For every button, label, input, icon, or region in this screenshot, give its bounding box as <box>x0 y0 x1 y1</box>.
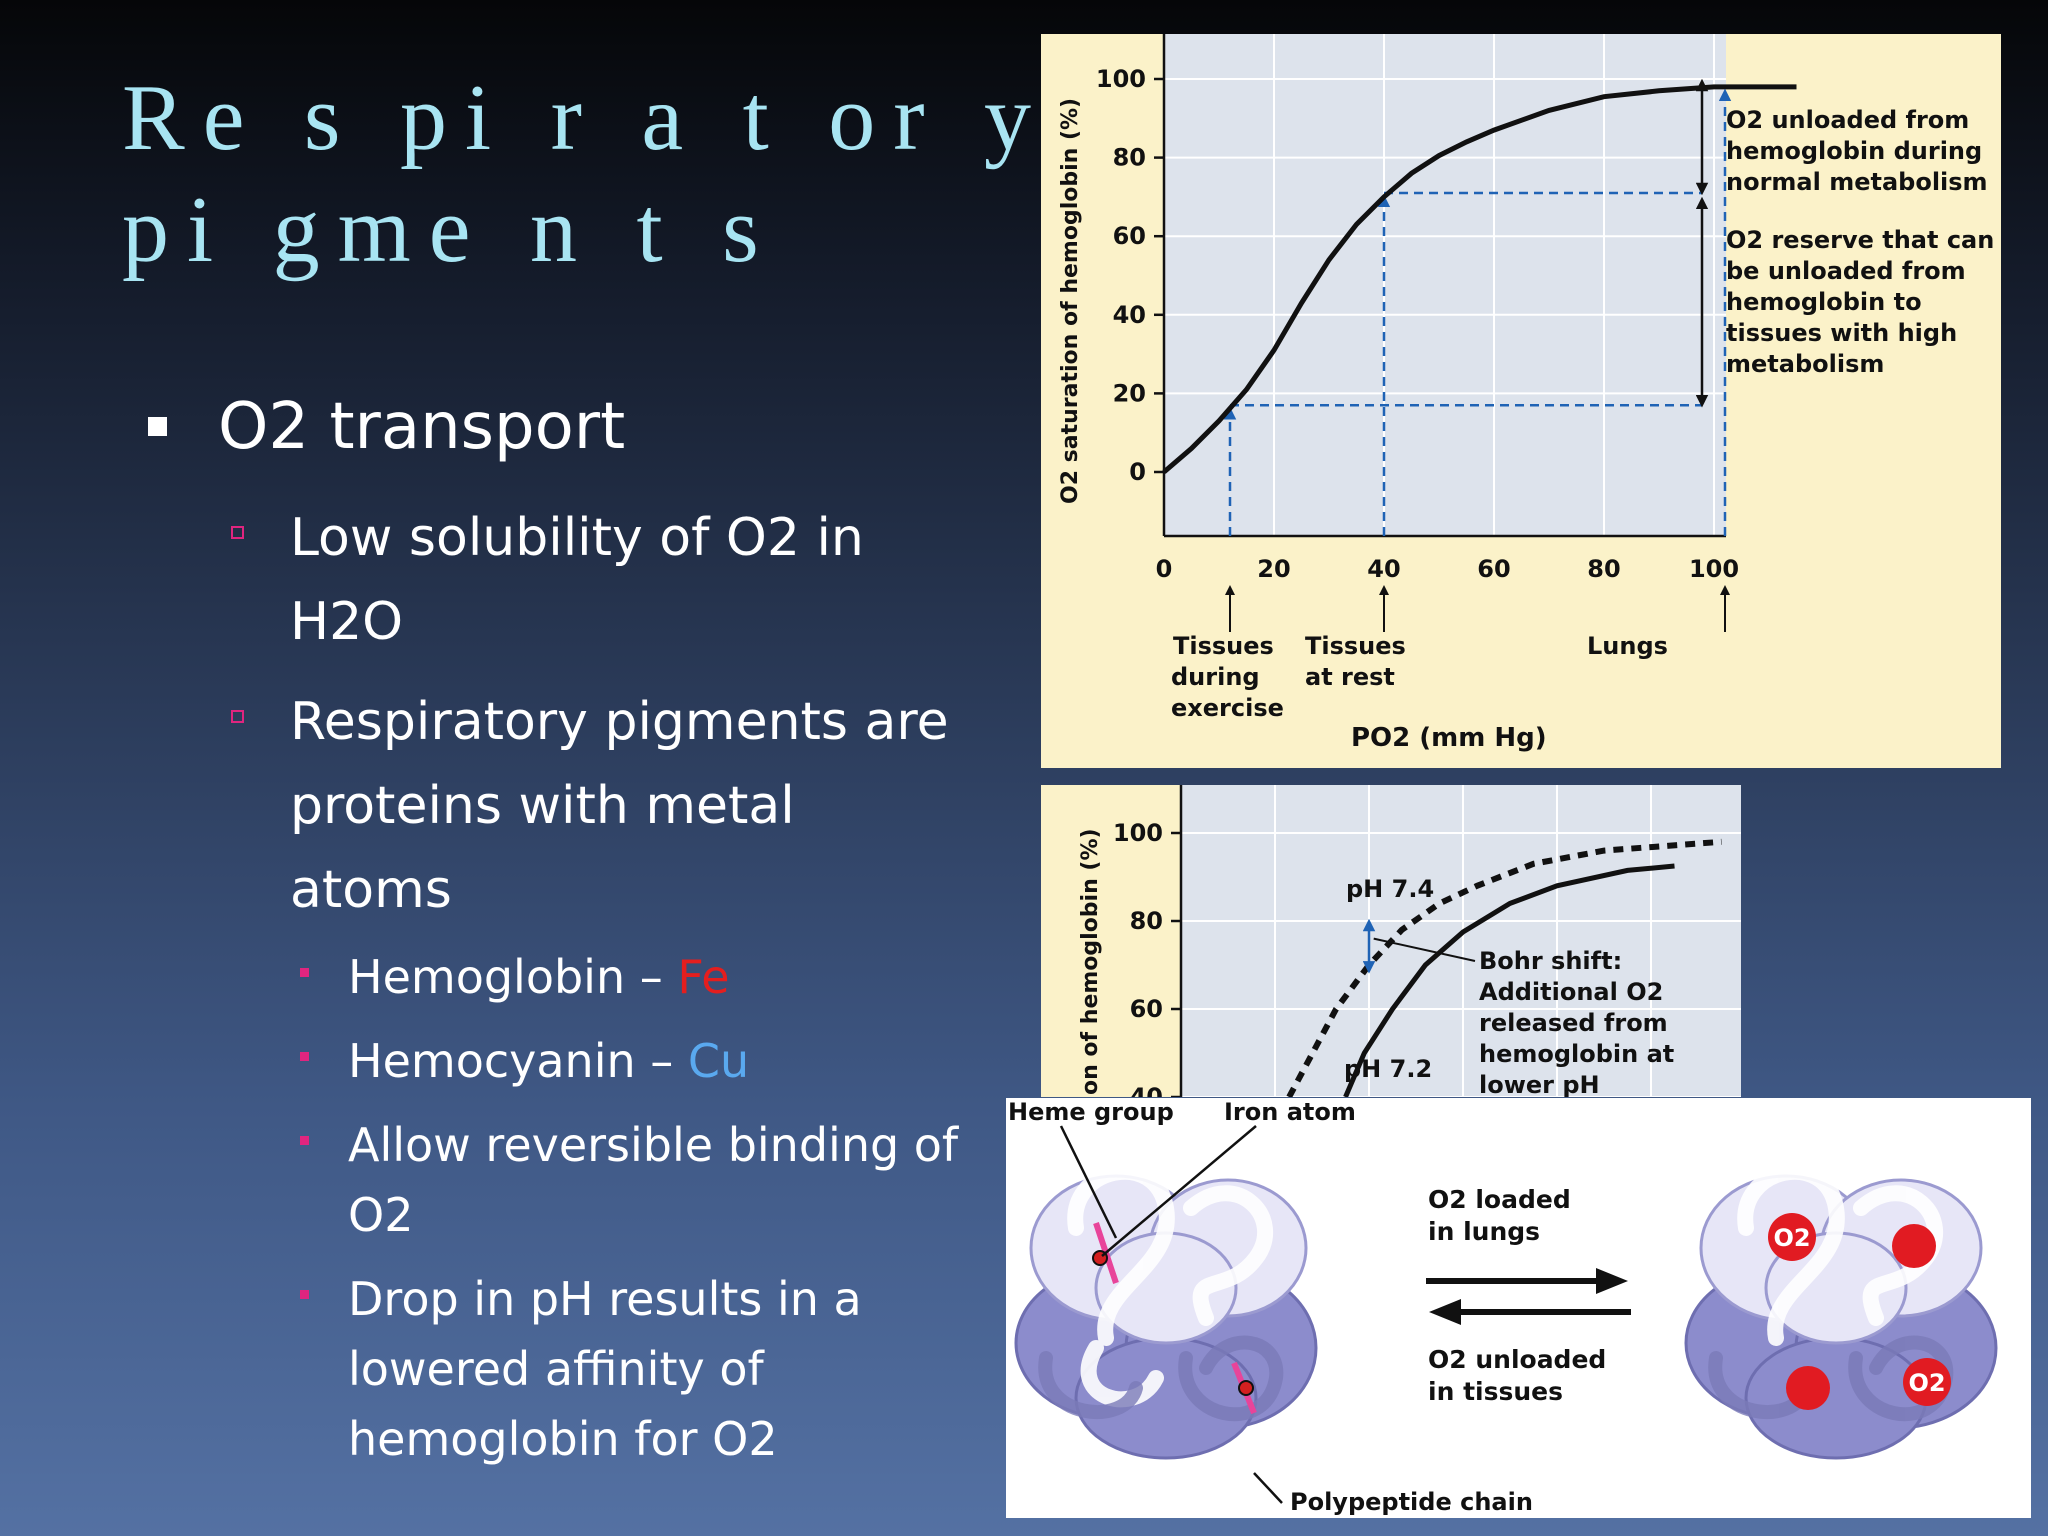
tick-labels: 100 80 60 40 <box>1113 819 1181 1097</box>
label-iron-atom: Iron atom <box>1224 1098 1356 1126</box>
x-tick-label: 0 <box>1156 555 1173 583</box>
y-axis-label: O2 saturation of hemoglobin (%) <box>1058 98 1083 504</box>
saturation-curve <box>1162 84 1797 474</box>
o2-bound-icon <box>1786 1366 1830 1410</box>
tick-labels: 0 20 40 60 80 100 0 20 40 60 80 100 <box>1096 65 1739 583</box>
hemoglobin-molecule-oxy: O2 O2 <box>1684 1163 1998 1460</box>
note-reserve-4: tissues with high <box>1726 319 1957 347</box>
label-lungs: Lungs <box>1587 632 1668 660</box>
bullet-list: O2 transport Low solubility of O2 in H2O… <box>0 0 1010 1536</box>
square-bullet-icon <box>148 417 167 436</box>
hemoglobin-structure-figure: Heme group Iron atom Polypeptide chain O… <box>1006 1098 2031 1518</box>
o2-bound-icon <box>1892 1224 1936 1268</box>
small-square-bullet-icon <box>300 1136 309 1145</box>
y-tick-label: 40 <box>1130 1083 1163 1097</box>
unloaded-label-2: in tissues <box>1428 1377 1563 1406</box>
marker-labels <box>1225 585 1730 632</box>
y-axis-label: on of hemoglobin (%) <box>1078 828 1103 1095</box>
x-tick-label: 60 <box>1477 555 1510 583</box>
note-reserve-5: metabolism <box>1726 350 1884 378</box>
label-exercise-1: Tissues <box>1173 632 1274 660</box>
x-axis-label: PO2 (mm Hg) <box>1351 723 1547 753</box>
note-unloaded-3: normal metabolism <box>1726 168 1988 196</box>
bullet-o2-transport: O2 transport <box>218 390 626 464</box>
loaded-label-2: in lungs <box>1428 1217 1540 1246</box>
series-ph-7-4 <box>1286 838 1722 1097</box>
sub-bullet-solubility: Low solubility of O2 in H2O <box>290 508 864 652</box>
loaded-label-1: O2 loaded <box>1428 1185 1571 1214</box>
note-unloaded-1: O2 unloaded from <box>1726 106 1969 134</box>
plot-area <box>1164 34 1726 536</box>
grid <box>1164 34 1726 536</box>
sub-bullet-pigments: Respiratory pigments are proteins with m… <box>290 692 949 920</box>
series-label-ph-7-4: pH 7.4 <box>1346 875 1434 903</box>
item-hemoglobin: Hemoglobin – Fe <box>348 950 730 1004</box>
chain-leader-line <box>1253 1472 1283 1504</box>
o2-badge-2: O2 <box>1908 1369 1945 1397</box>
iron-leader-line <box>1101 1125 1257 1257</box>
label-exercise-2: during <box>1171 663 1260 691</box>
slide-title: Re s pi r a t or y pi gme n t s <box>122 62 1049 286</box>
item-hemocyanin: Hemocyanin – Cu <box>348 1034 750 1088</box>
x-tick-label: 80 <box>1587 555 1620 583</box>
iron-atom-icon <box>1238 1380 1254 1396</box>
small-square-bullet-icon <box>300 1052 309 1061</box>
series-ph-7-2 <box>1343 863 1675 1097</box>
bohr-note-3: released from <box>1479 1009 1668 1037</box>
y-tick-label: 100 <box>1113 819 1163 847</box>
bohr-leader-line <box>1373 937 1476 962</box>
x-tick-label: 20 <box>1257 555 1290 583</box>
label-rest-1: Tissues <box>1305 632 1406 660</box>
small-square-bullet-icon <box>300 1290 309 1299</box>
bohr-note-2: Additional O2 <box>1479 978 1663 1006</box>
title-line-1: Re s pi r a t or y <box>122 66 1050 170</box>
hemoglobin-molecule-deoxy <box>1014 1125 1318 1504</box>
x-tick-label: 100 <box>1689 555 1739 583</box>
guide-lines <box>1223 88 1732 536</box>
bohr-note-1: Bohr shift: <box>1479 947 1622 975</box>
y-tick-label: 20 <box>1113 379 1146 407</box>
small-square-bullet-icon <box>300 968 309 977</box>
dissociation-curve-figure: 0 20 40 60 80 100 0 20 40 60 80 100 O2 saturation o… <box>1041 34 2001 768</box>
o2-bound-icon <box>1903 1358 1951 1406</box>
bohr-note-5: lower pH <box>1479 1071 1600 1097</box>
bohr-note-4: hemoglobin at <box>1479 1040 1674 1068</box>
title-line-2: pi gme n t s <box>122 178 777 282</box>
label-polypeptide-chain: Polypeptide chain <box>1290 1488 1533 1516</box>
metal-cu: Cu <box>687 1034 750 1088</box>
hollow-square-bullet-icon <box>231 526 244 539</box>
label-exercise-3: exercise <box>1171 694 1284 722</box>
series-label-ph-7-2: pH 7.2 <box>1344 1055 1432 1083</box>
y-tick-label: 40 <box>1113 301 1146 329</box>
grid <box>1181 785 1741 1097</box>
label-rest-2: at rest <box>1305 663 1395 691</box>
item-ph-drop: Drop in pH results in a lowered affinity… <box>348 1272 862 1466</box>
note-unloaded-2: hemoglobin during <box>1726 137 1982 165</box>
bohr-shift-figure: 100 80 60 40 on of hemoglobin (%) pH 7.4 pH… <box>1041 785 1741 1097</box>
y-tick-label: 60 <box>1130 995 1163 1023</box>
hemoglobin-diagram: Heme group Iron atom Polypeptide chain O… <box>1008 1098 1998 1516</box>
label-heme-group: Heme group <box>1008 1098 1174 1126</box>
note-reserve-1: O2 reserve that can <box>1726 226 1994 254</box>
y-tick-label: 60 <box>1113 222 1146 250</box>
y-tick-label: 0 <box>1129 458 1146 486</box>
heme-leader-line <box>1059 1125 1118 1239</box>
y-tick-label: 100 <box>1096 65 1146 93</box>
metal-fe: Fe <box>677 950 730 1004</box>
unloaded-label-1: O2 unloaded <box>1428 1345 1606 1374</box>
bohr-shift-chart: 100 80 60 40 on of hemoglobin (%) pH 7.4 pH… <box>1078 785 1741 1097</box>
dissociation-curve-chart: 0 20 40 60 80 100 0 20 40 60 80 100 O2 saturation o… <box>1058 34 1994 753</box>
note-reserve-3: hemoglobin to <box>1726 288 1922 316</box>
o2-badge-1: O2 <box>1773 1224 1810 1252</box>
o2-bound-icon <box>1768 1213 1816 1261</box>
item-reversible-binding: Allow reversible binding of O2 <box>348 1118 959 1242</box>
note-reserve-2: be unloaded from <box>1726 257 1966 285</box>
y-tick-label: 80 <box>1130 907 1163 935</box>
x-tick-label: 40 <box>1367 555 1400 583</box>
hollow-square-bullet-icon <box>231 710 244 723</box>
y-tick-label: 80 <box>1113 144 1146 172</box>
